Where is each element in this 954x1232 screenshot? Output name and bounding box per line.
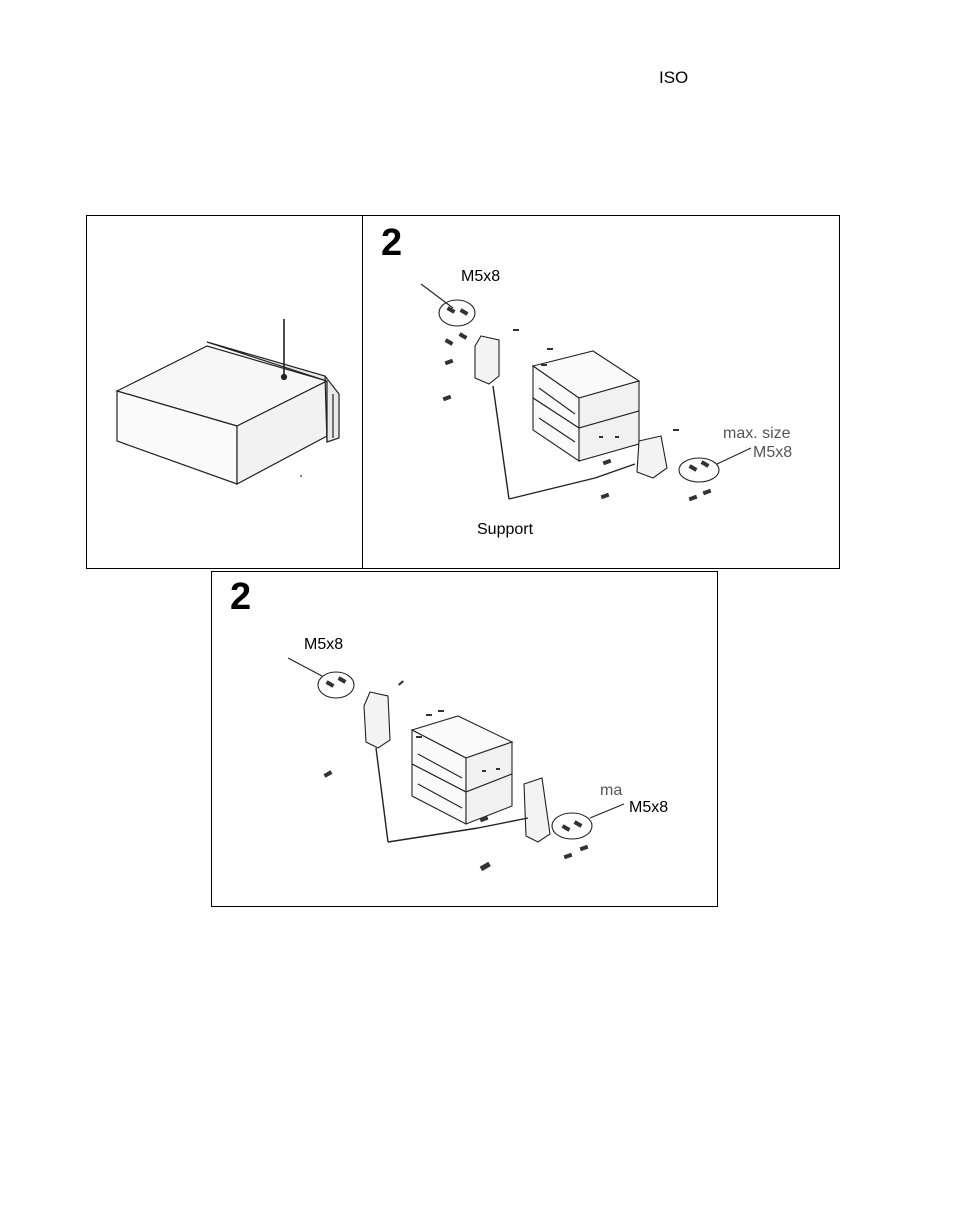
step-2-support-panel: 2 M5x8 max. size M5x8 Support	[362, 215, 840, 569]
radio-unit-illustration	[87, 216, 364, 570]
radio-unit-panel	[86, 215, 363, 569]
bracket-assembly-illustration	[212, 572, 719, 908]
step-2-alternative-panel: 2 M5x8 ma M5x8	[211, 571, 718, 907]
support-assembly-illustration	[363, 216, 841, 570]
iso-label: ISO	[659, 68, 688, 88]
